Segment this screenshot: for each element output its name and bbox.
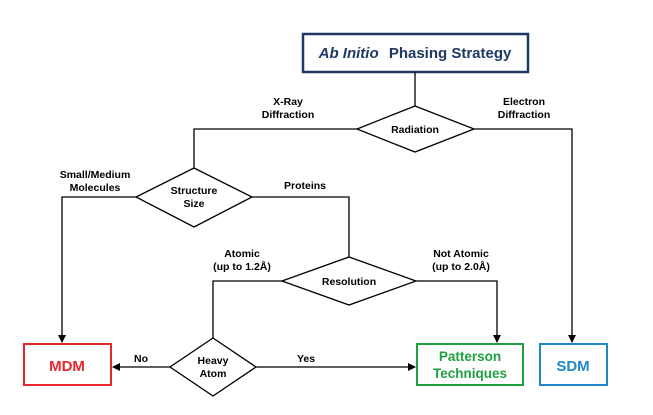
connector-radiation-electron: [474, 128, 576, 343]
decision-size-label-2: Size: [183, 198, 204, 210]
decision-radiation-label: Radiation: [391, 124, 439, 136]
decision-size-label-1: Structure: [171, 185, 218, 197]
connector-resolution-atomic: [212, 280, 282, 338]
outcome-mdm: MDM: [23, 343, 112, 386]
outcome-sdm: SDM: [539, 343, 608, 386]
decision-heavy-label-1: Heavy: [198, 355, 229, 367]
edge-small-1: Small/Medium: [60, 169, 131, 181]
decision-resolution-label: Resolution: [322, 276, 376, 288]
edge-electron-2: Diffraction: [498, 109, 551, 121]
outcome-mdm-label: MDM: [49, 358, 85, 375]
outcome-patterson: Patterson Techniques: [416, 343, 524, 386]
edge-yes: Yes: [297, 353, 315, 365]
decision-resolution: Resolution: [280, 256, 418, 306]
edge-xray-1: X-Ray: [273, 96, 303, 108]
edge-notatomic-2: (up to 2.0Å): [432, 260, 490, 273]
edge-notatomic-1: Not Atomic: [433, 248, 489, 260]
connector-size-proteins: [252, 196, 350, 257]
decision-heavy-label-2: Atom: [200, 368, 227, 380]
edge-atomic-1: Atomic: [224, 248, 260, 260]
decision-structure-size: Structure Size: [134, 167, 254, 228]
edge-labels: X-Ray Diffraction Electron Diffraction S…: [60, 96, 551, 365]
edge-atomic-2: (up to 1.2Å): [213, 260, 271, 273]
connector-size-small: [58, 196, 136, 343]
edge-electron-1: Electron: [503, 96, 545, 108]
outcome-patterson-label-2: Techniques: [433, 366, 507, 381]
edge-small-2: Molecules: [70, 182, 121, 194]
edge-xray-2: Diffraction: [262, 109, 315, 121]
decision-radiation: Radiation: [355, 105, 476, 153]
edge-proteins: Proteins: [284, 180, 326, 192]
outcome-patterson-label-1: Patterson: [439, 349, 501, 364]
svg-text:Ab Initio Phasing Strat: Ab Initio Phasing Strategy: [318, 45, 512, 62]
connector-radiation-xray: [193, 128, 357, 168]
connectors: [58, 72, 576, 371]
connector-resolution-notatomic: [416, 280, 501, 343]
outcome-sdm-label: SDM: [556, 358, 589, 375]
title-box: Ab Initio Phasing Strategy: [301, 32, 530, 74]
decision-heavy-atom: Heavy Atom: [168, 337, 258, 397]
edge-no: No: [134, 353, 148, 365]
title-main: Phasing Strategy: [389, 45, 512, 62]
title-italic: Ab Initio: [318, 45, 379, 62]
